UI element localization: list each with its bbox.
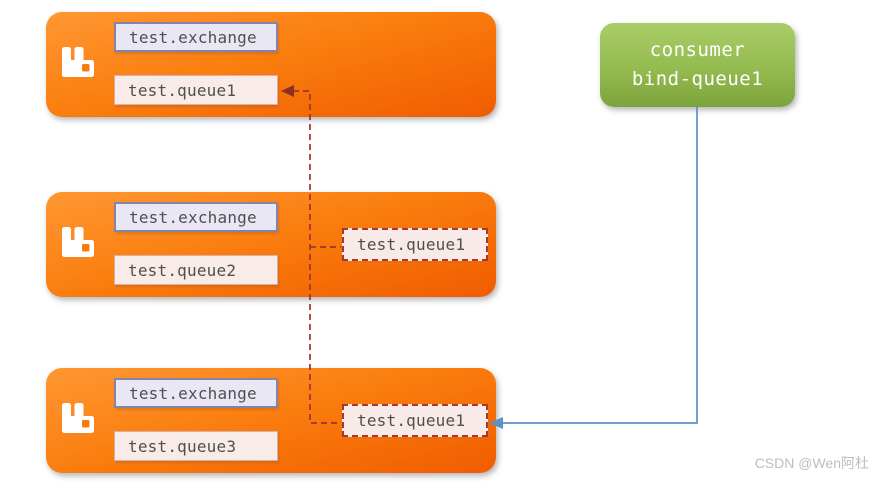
queue-label: test.queue2	[114, 255, 278, 285]
broker-node-1: test.exchange test.queue1	[46, 12, 496, 117]
bound-queue-label: test.queue1	[342, 404, 488, 437]
consume-link-solid	[501, 107, 698, 424]
rabbitmq-logo-icon	[62, 47, 94, 77]
bound-queue-label: test.queue1	[342, 228, 488, 261]
broker-node-3: test.exchange test.queue3 test.queue1	[46, 368, 496, 473]
watermark: CSDN @Wen阿杜	[754, 455, 869, 471]
consumer-label-line2: bind-queue1	[631, 68, 764, 90]
queue-label: test.queue1	[114, 75, 278, 105]
exchange-label: test.exchange	[114, 378, 278, 408]
exchange-label: test.exchange	[114, 22, 278, 52]
rabbitmq-logo-icon	[62, 227, 94, 257]
rabbitmq-logo-icon	[62, 403, 94, 433]
consumer-node: consumer bind-queue1	[600, 23, 795, 107]
queue-label: test.queue3	[114, 431, 278, 461]
broker-node-2: test.exchange test.queue2 test.queue1	[46, 192, 496, 297]
exchange-label: test.exchange	[114, 202, 278, 232]
consumer-label-line1: consumer	[649, 39, 746, 61]
